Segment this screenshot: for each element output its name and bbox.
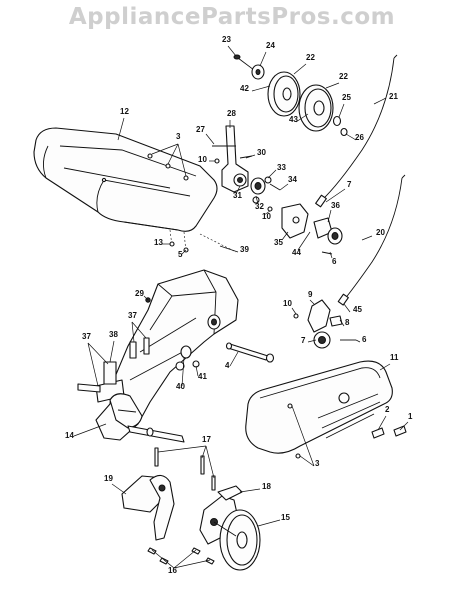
tiller-frame bbox=[77, 269, 239, 441]
part-callout-44: 44 bbox=[292, 248, 301, 257]
control-cable-21 bbox=[315, 54, 398, 208]
part-callout-37: 37 bbox=[128, 311, 137, 320]
part-callout-42: 42 bbox=[240, 84, 249, 93]
part-callout-21: 21 bbox=[389, 92, 398, 101]
tine-assembly bbox=[121, 447, 261, 571]
part-callout-31: 31 bbox=[233, 191, 242, 200]
part-callout-15: 15 bbox=[281, 513, 290, 522]
part-callout-22: 22 bbox=[306, 53, 315, 62]
part-callout-26: 26 bbox=[355, 133, 364, 142]
part-callout-36: 36 bbox=[331, 201, 340, 210]
shield-12 bbox=[33, 127, 237, 253]
part-callout-1: 1 bbox=[408, 412, 413, 421]
part-callout-16: 16 bbox=[168, 566, 177, 575]
part-callout-19: 19 bbox=[104, 474, 113, 483]
part-callout-12: 12 bbox=[120, 107, 129, 116]
part-callout-7: 7 bbox=[347, 180, 352, 189]
part-callout-7: 7 bbox=[301, 336, 306, 345]
callout-labels: 2324222221422543261232827301033343132107… bbox=[65, 35, 413, 575]
tine-shaft-14 bbox=[127, 425, 185, 443]
part-callout-17: 17 bbox=[202, 435, 211, 444]
part-callout-11: 11 bbox=[390, 353, 399, 362]
part-callout-45: 45 bbox=[353, 305, 362, 314]
part-callout-30: 30 bbox=[257, 148, 266, 157]
control-cable-20 bbox=[337, 174, 406, 306]
part-callout-10: 10 bbox=[283, 299, 292, 308]
part-callout-23: 23 bbox=[222, 35, 231, 44]
part-callout-35: 35 bbox=[274, 238, 283, 247]
part-callout-20: 20 bbox=[376, 228, 385, 237]
part-callout-18: 18 bbox=[262, 482, 271, 491]
part-callout-10: 10 bbox=[198, 155, 207, 164]
part-callout-28: 28 bbox=[227, 109, 236, 118]
part-callout-40: 40 bbox=[176, 382, 185, 391]
part-callout-38: 38 bbox=[109, 330, 118, 339]
part-callout-27: 27 bbox=[196, 125, 205, 134]
belt-cover-11 bbox=[245, 360, 407, 459]
part-callout-2: 2 bbox=[385, 405, 390, 414]
part-callout-3: 3 bbox=[315, 459, 320, 468]
part-callout-33: 33 bbox=[277, 163, 286, 172]
part-callout-34: 34 bbox=[288, 175, 297, 184]
part-callout-24: 24 bbox=[266, 41, 275, 50]
part-callout-14: 14 bbox=[65, 431, 74, 440]
part-callout-29: 29 bbox=[135, 289, 144, 298]
control-bracket-lower bbox=[293, 299, 356, 349]
part-callout-25: 25 bbox=[342, 93, 351, 102]
shaft-4 bbox=[225, 342, 275, 363]
leader-lines bbox=[73, 45, 409, 569]
idler-bracket bbox=[212, 125, 281, 212]
drive-pulleys bbox=[233, 54, 348, 137]
part-callout-43: 43 bbox=[289, 115, 298, 124]
part-callout-8: 8 bbox=[345, 318, 350, 327]
part-callout-32: 32 bbox=[255, 202, 264, 211]
part-callout-3: 3 bbox=[176, 132, 181, 141]
part-callout-13: 13 bbox=[154, 238, 163, 247]
part-callout-4: 4 bbox=[225, 361, 230, 370]
part-callout-37: 37 bbox=[82, 332, 91, 341]
part-callout-6: 6 bbox=[362, 335, 367, 344]
part-callout-39: 39 bbox=[240, 245, 249, 254]
part-callout-5: 5 bbox=[178, 250, 183, 259]
watermark: AppliancePartsPros.com bbox=[68, 4, 396, 30]
part-callout-6: 6 bbox=[332, 257, 337, 266]
part-callout-22: 22 bbox=[339, 72, 348, 81]
part-callout-41: 41 bbox=[198, 372, 207, 381]
part-callout-10: 10 bbox=[262, 212, 271, 221]
part-callout-9: 9 bbox=[308, 290, 313, 299]
control-bracket-upper bbox=[281, 203, 343, 255]
